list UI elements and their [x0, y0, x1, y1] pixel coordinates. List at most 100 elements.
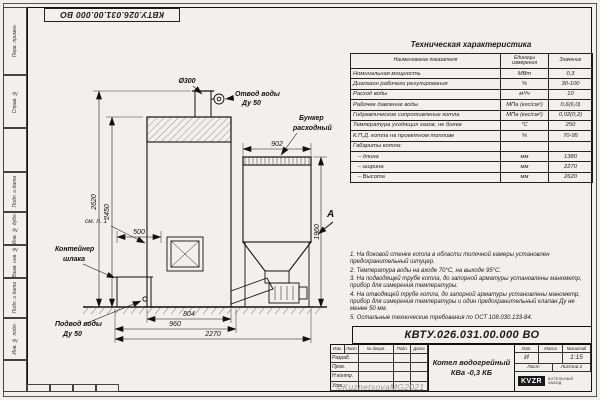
tb-field	[358, 363, 395, 373]
tb-col-header: Дата	[411, 345, 428, 354]
tech-cell: Диапазон рабочего регулирования	[350, 78, 501, 90]
table-row: Диапазон рабочего регулирования%30-100	[350, 78, 593, 90]
left-column-box	[3, 360, 27, 392]
tech-col-header: Наименование показателя	[350, 53, 501, 69]
tech-cell: 70-95	[548, 130, 593, 142]
ground-hatch	[82, 306, 322, 315]
left-column-box: Взам. инв. №	[3, 245, 27, 278]
note-item: 5. Остальные технические требования по О…	[350, 314, 533, 321]
left-column-box: Инв. № дубл.	[3, 212, 27, 245]
tech-cell: %	[500, 78, 549, 90]
tech-cell: мм	[500, 171, 549, 184]
tb-field	[358, 353, 395, 363]
tech-cell: 250	[548, 119, 593, 132]
tb-row-label: Пров.	[331, 363, 359, 373]
tech-cell: Габариты котла:	[350, 140, 501, 153]
tech-cell: °С	[500, 119, 549, 132]
label-slag-container-2: шлака	[63, 256, 85, 263]
tech-cell: 2620	[548, 171, 593, 184]
leader-see-note	[110, 225, 146, 244]
company-logo: KVZR	[518, 376, 546, 387]
fuel-bunker	[241, 156, 313, 307]
tb-col-header: Лист	[344, 345, 359, 354]
dim-base-width: 960	[169, 321, 181, 328]
tb-field	[358, 381, 395, 391]
label-chimney-diameter: Ø300	[178, 78, 195, 85]
dim-body-height: 2450	[104, 204, 111, 221]
tb-col-header: Подп.	[394, 345, 412, 354]
furnace-door	[166, 236, 204, 272]
boiler-drawing: 2620 2450 902 1960 500 804 960 2270 Ø300…	[55, 78, 334, 343]
tb-field	[358, 372, 395, 382]
note-item: 1. На боковой стенке котла в области топ…	[350, 252, 550, 266]
tech-cell: мм	[500, 150, 549, 163]
tech-cell: 0,3	[548, 67, 593, 80]
table-row: Габариты котла:	[350, 140, 593, 153]
tech-cell	[500, 140, 549, 153]
note-item: 3. На подводящей трубе котла, до запорно…	[350, 276, 582, 290]
tb-field	[394, 381, 412, 391]
titleblock-right: Лит. Масса Масштаб И 1:15 Лист Листов 2 …	[515, 345, 591, 391]
left-column-box: Подп. и дата	[3, 172, 27, 212]
left-column-box: Подп. и дата	[3, 278, 27, 318]
tech-cell: – Высота	[350, 171, 501, 184]
left-column-box: Инв. № подл.	[3, 318, 27, 360]
left-column-box: Перв. примен.	[3, 7, 27, 75]
left-column-label: Взам. инв. №	[12, 245, 18, 278]
water-inlet-stub	[142, 296, 148, 302]
tech-cell: 1380	[548, 150, 593, 163]
dim-boiler-width: 804	[183, 311, 195, 318]
leader-bunker	[280, 132, 298, 156]
leader-slag-container	[82, 263, 116, 279]
feeder-motor	[268, 282, 300, 304]
bottom-left-cell	[50, 384, 73, 392]
tb-field	[411, 381, 428, 391]
lit-header: Лит.	[515, 345, 539, 353]
bunker-hopper	[241, 241, 313, 272]
water-outlet-flange	[213, 93, 225, 105]
tech-cell: Рабочее давление воды	[350, 99, 501, 111]
lit-value: И	[515, 352, 539, 365]
sheets-label: Листов 2	[553, 364, 591, 372]
product-title-line2: КВа -0,3 КБ	[450, 368, 493, 377]
note-item: 4. На отводящей трубе котла, до запорной…	[350, 291, 580, 313]
tech-cell: – длина	[350, 150, 501, 163]
mass-header: Масса	[539, 345, 563, 353]
left-column-box: Справ. №	[3, 75, 27, 128]
tech-col-header: Значение	[548, 53, 593, 69]
product-title-line1: Котел водогрейный	[432, 357, 511, 367]
tech-cell: 0,6(6,0)	[548, 99, 593, 111]
dim-offset: 500	[133, 229, 145, 236]
label-water-inlet-1: Подвод воды	[55, 320, 102, 328]
product-title: Котел водогрейный КВа -0,3 КБ	[429, 345, 515, 391]
table-row: К.П.Д. котла на проектном топливе%70-95	[350, 130, 593, 142]
tech-cell: 30-100	[548, 78, 593, 90]
watermark: ©KuznetsovaMG2021	[336, 382, 425, 392]
bottom-left-cell	[73, 384, 96, 392]
label-water-inlet-2: Ду 50	[62, 331, 82, 338]
tech-cell: Номинальная мощность	[350, 67, 501, 80]
bottom-left-cell	[27, 384, 50, 392]
tech-cell: Гидравлическое сопротивление котла	[350, 109, 501, 121]
view-a-label: А	[326, 209, 334, 220]
tb-field	[394, 353, 412, 363]
tech-cell: мм	[500, 161, 549, 173]
tb-row-label: Утв.	[331, 381, 359, 391]
left-column-label: Подп. и дата	[12, 282, 18, 314]
dim-total-width: 2270	[204, 331, 221, 338]
tb-row-label: Разраб.	[331, 353, 359, 363]
tech-col-header: Единицы измерения	[500, 53, 549, 69]
tech-cell: – ширина	[350, 161, 501, 173]
tech-cell: %	[500, 130, 549, 142]
tech-cell: Расход воды	[350, 88, 501, 101]
left-column-box	[3, 128, 27, 172]
tech-table: Наименование показателя Единицы измерени…	[350, 53, 593, 184]
dim-bunker-width: 902	[271, 141, 283, 148]
tech-cell: Температура уходящих газов, не более	[350, 119, 501, 132]
titleblock-doc-number: КВТУ.026.031.00.000 ВО	[352, 326, 592, 344]
